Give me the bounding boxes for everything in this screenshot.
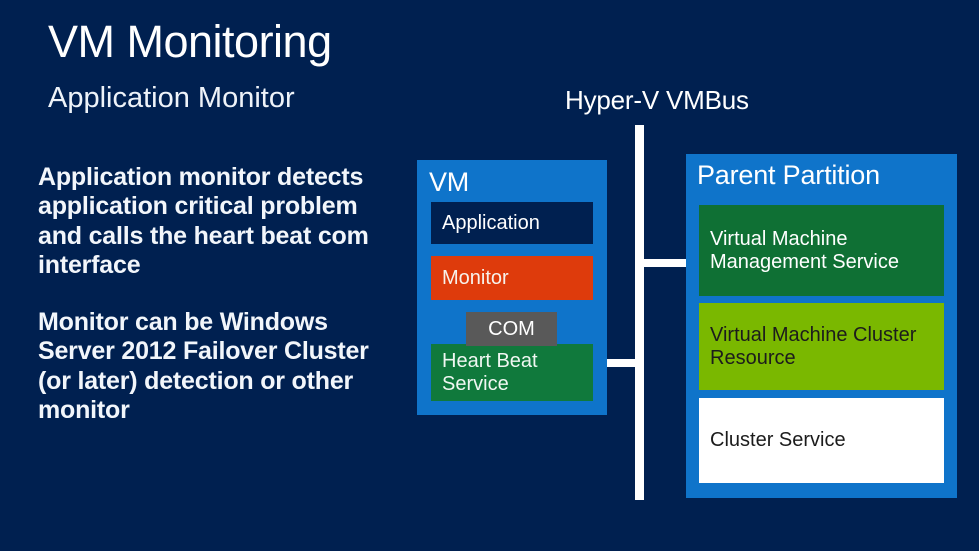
bullet-list: Application monitor detects application … [38,163,400,453]
bullet-item-2: Monitor can be Windows Server 2012 Failo… [38,308,369,424]
vmbus-branch-to-parent-partition [643,259,691,267]
vm-panel: VM Application Monitor COM Heart Beat Se… [417,160,607,415]
page-subtitle: Application Monitor [48,82,295,114]
page-title: VM Monitoring [48,16,332,67]
parent-partition-panel: Parent Partition Virtual Machine Managem… [686,154,957,498]
vm-box-application: Application [431,202,593,244]
parent-box-vm-management-service: Virtual Machine Management Service [699,205,944,296]
parent-box-cluster-service: Cluster Service [699,398,944,483]
parent-box-vm-cluster-resource: Virtual Machine Cluster Resource [699,303,944,390]
vmbus-branch-to-heartbeat-service [598,359,640,367]
bullet-item-1: Application monitor detects application … [38,163,369,279]
vmbus-connector-line [635,125,644,500]
vm-panel-heading: VM [429,167,470,197]
parent-partition-heading: Parent Partition [697,160,880,190]
vm-box-com: COM [466,312,557,346]
vm-box-monitor: Monitor [431,256,593,300]
vm-box-heart-beat-service: Heart Beat Service [431,344,593,401]
vmbus-label: Hyper-V VMBus [565,85,749,115]
